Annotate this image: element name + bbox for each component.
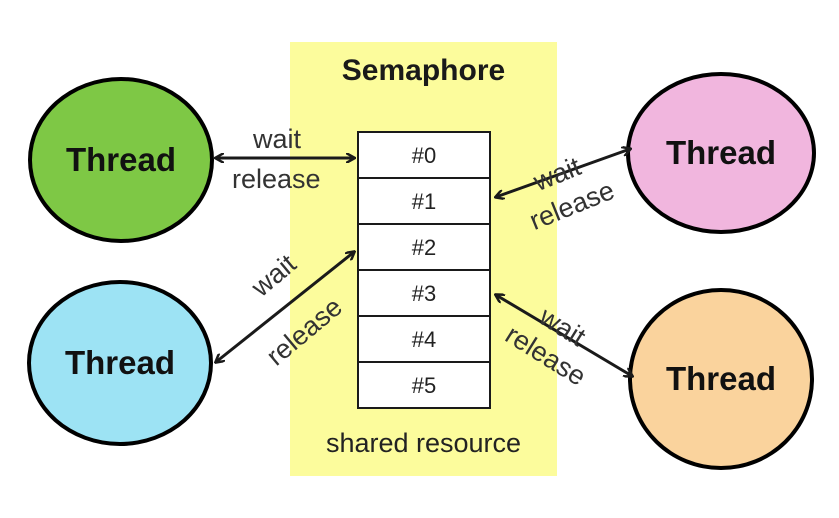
slot-stack: #0 #1 #2 #3 #4 #5: [357, 131, 491, 409]
arrow-bottom-left: [216, 252, 354, 362]
wait-label-top-left: wait: [253, 124, 302, 154]
thread-bottom-right: Thread: [628, 288, 814, 470]
thread-bottom-left: Thread: [27, 280, 213, 446]
arrow-top-right: [496, 149, 630, 197]
slot-0: #0: [359, 133, 489, 179]
release-label-top-left: release: [232, 164, 321, 194]
thread-label: Thread: [665, 134, 777, 171]
thread-label: Thread: [65, 141, 177, 178]
slot-2: #2: [359, 225, 489, 271]
slot-4: #4: [359, 317, 489, 363]
thread-top-left: Thread: [28, 77, 214, 243]
slot-1: #1: [359, 179, 489, 225]
thread-label: Thread: [665, 360, 777, 397]
slot-3: #3: [359, 271, 489, 317]
arrow-bottom-right: [496, 295, 632, 376]
shared-resource-label: shared resource: [325, 428, 522, 458]
slot-5: #5: [411, 373, 437, 398]
semaphore-title: Semaphore: [341, 54, 506, 87]
thread-top-right: Thread: [626, 72, 816, 234]
thread-label: Thread: [64, 344, 176, 381]
